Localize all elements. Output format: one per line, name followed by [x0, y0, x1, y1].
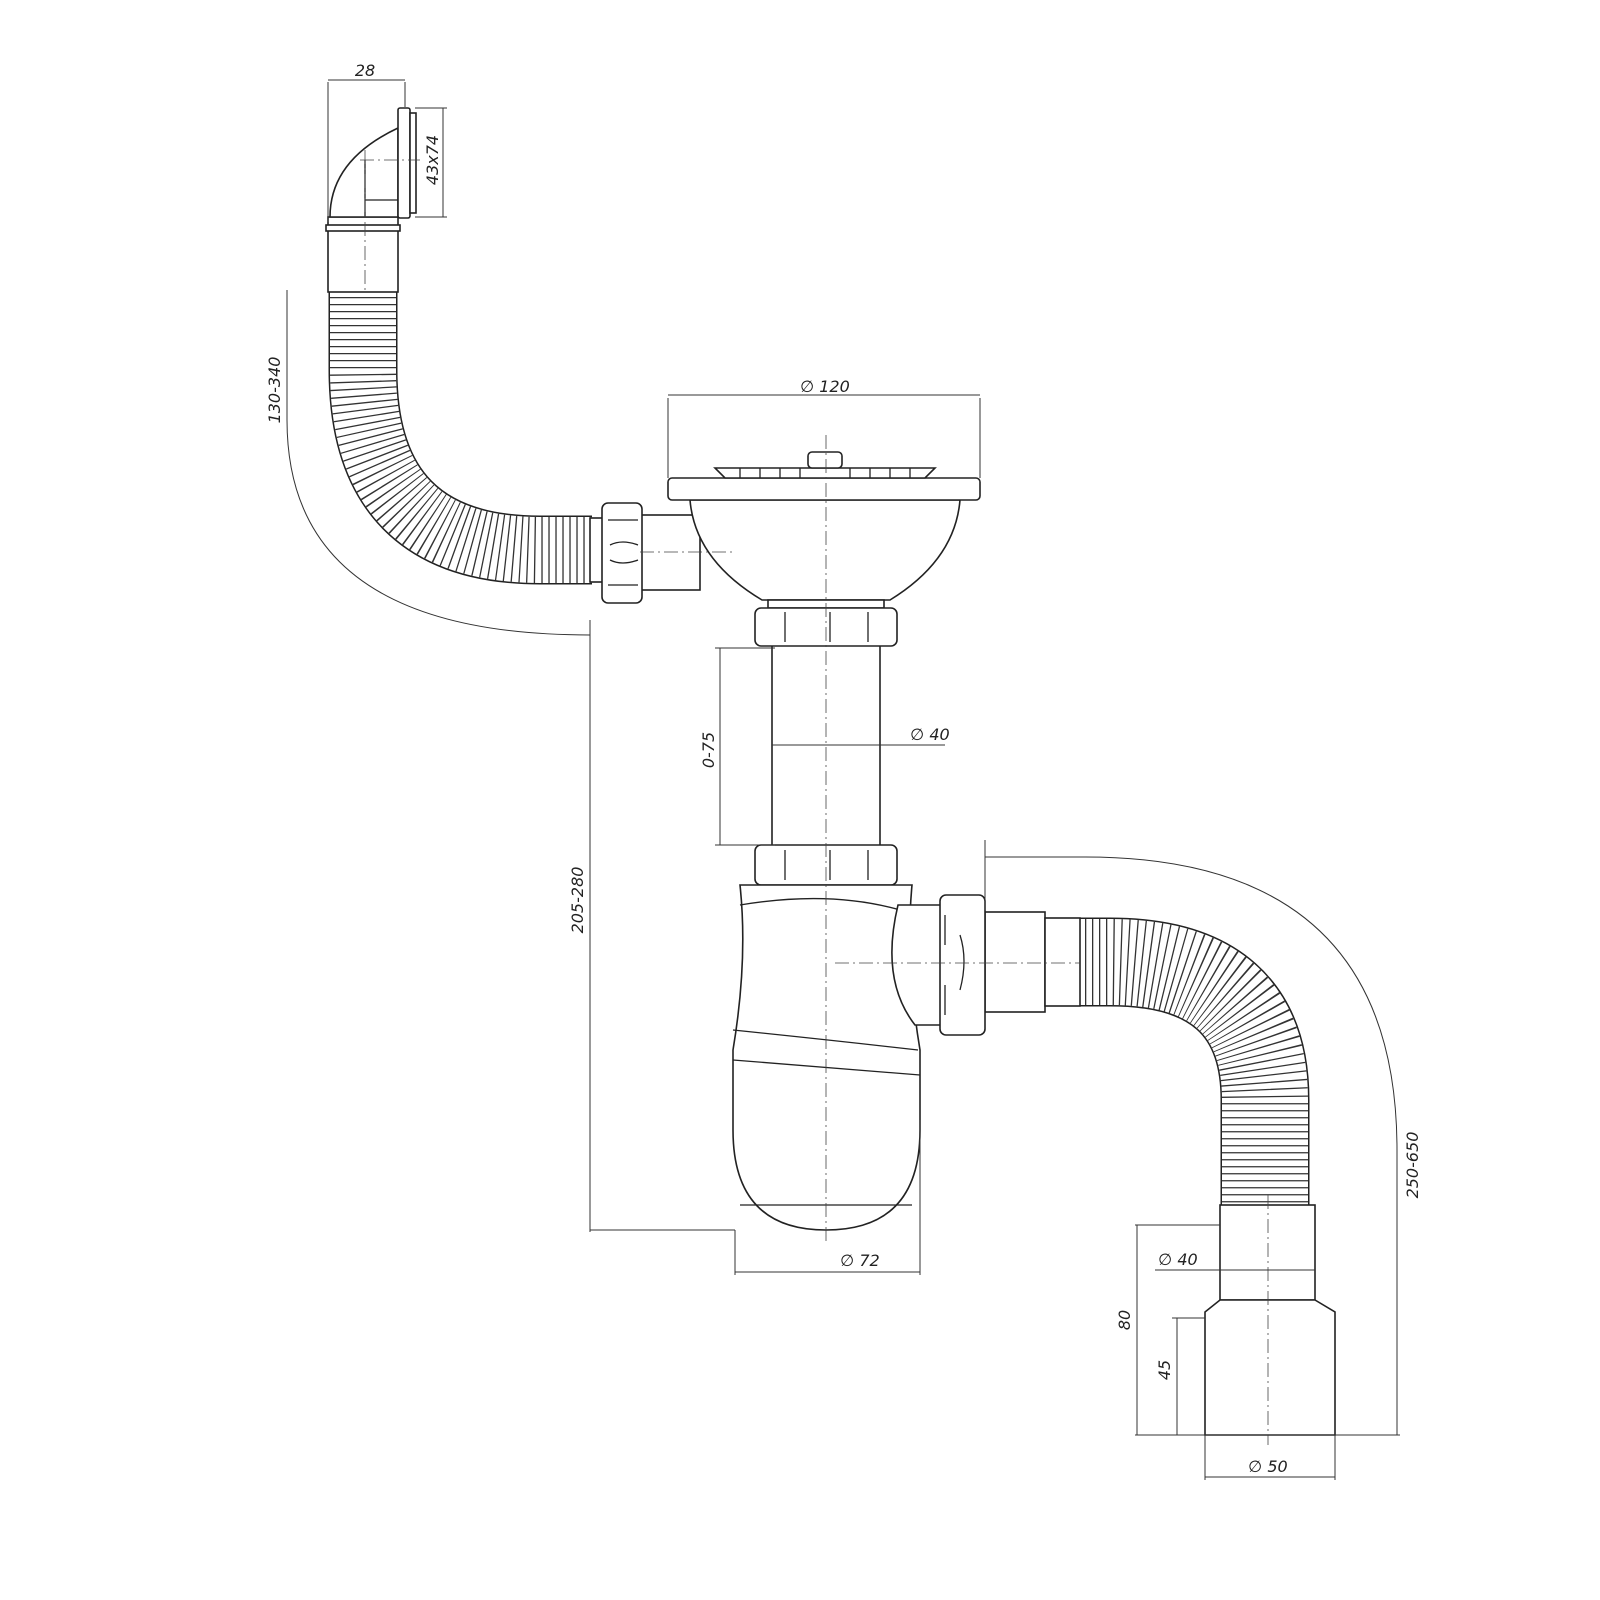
- overflow-connector: [589, 502, 701, 604]
- bottle-trap: [732, 884, 1081, 1231]
- overflow-hose-body: [330, 290, 592, 583]
- sink-strainer: [667, 451, 981, 609]
- dim-drain-hose-length: 250-650: [1403, 1132, 1422, 1199]
- overflow-fitting: [325, 107, 417, 293]
- dim-strainer-diameter: ∅ 120: [800, 377, 850, 396]
- dim-tube-diameter: ∅ 40: [910, 725, 949, 744]
- dim-outlet-length: 80: [1115, 1310, 1134, 1330]
- centerlines: [360, 150, 1269, 1445]
- corrugated-hoses: [328, 290, 1310, 1207]
- dim-overflow-depth: 28: [355, 61, 375, 80]
- drain-hose-body: [1078, 919, 1308, 1207]
- dimension-lines: [286, 79, 1400, 1480]
- dim-outlet-inner-diameter: ∅ 40: [1158, 1250, 1197, 1269]
- outlet-pipe: [1204, 1204, 1336, 1436]
- dim-bottle-diameter: ∅ 72: [840, 1251, 879, 1270]
- dim-outlet-socket-length: 45: [1155, 1360, 1174, 1380]
- dim-outlet-outer-diameter: ∅ 50: [1248, 1457, 1287, 1476]
- dim-overflow-hose-length: 130-340: [265, 357, 284, 424]
- dim-tube-extension: 0-75: [699, 732, 718, 768]
- dim-overflow-size: 43x74: [423, 135, 442, 185]
- dim-siphon-height: 205-280: [568, 867, 587, 934]
